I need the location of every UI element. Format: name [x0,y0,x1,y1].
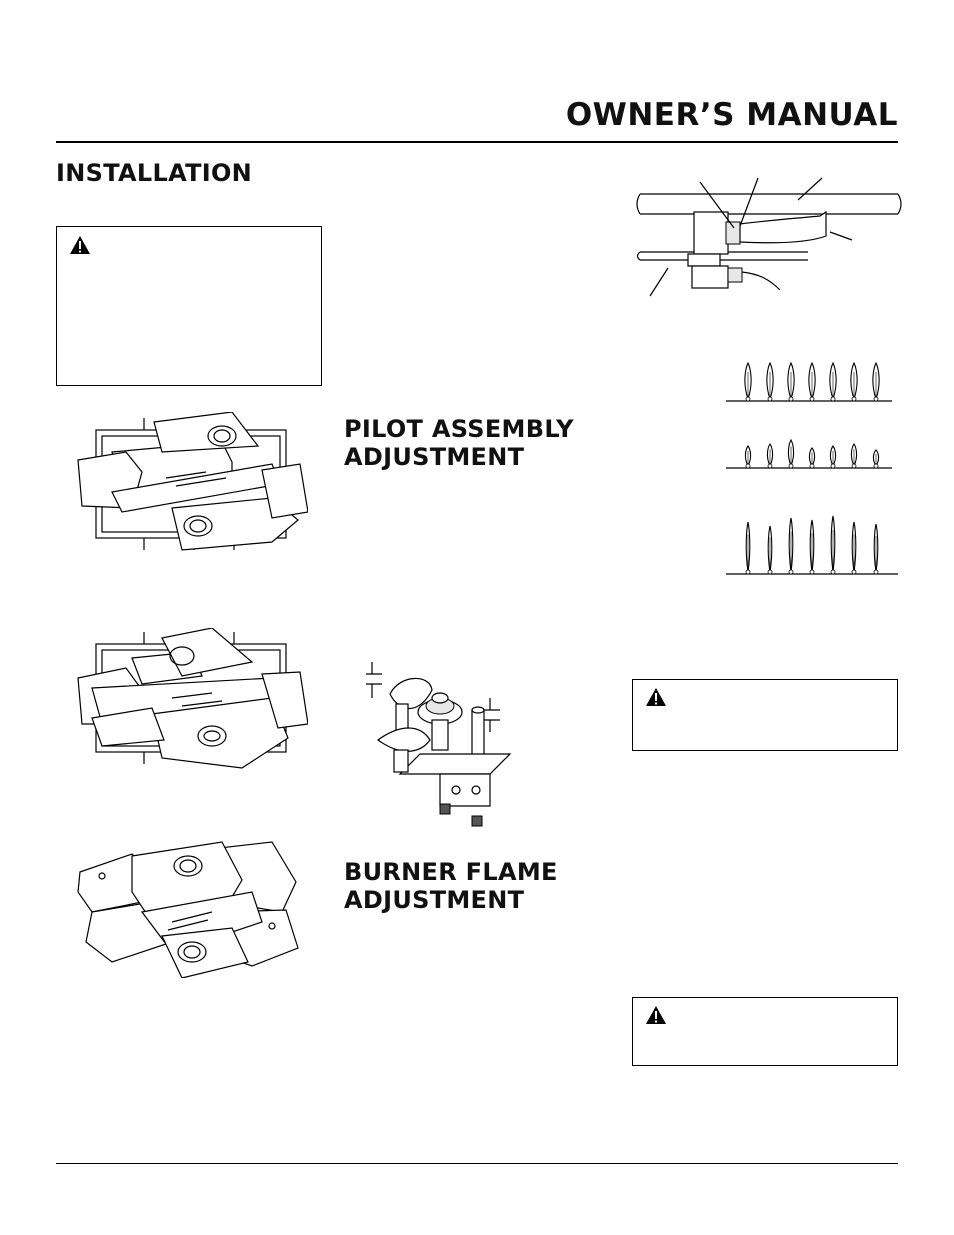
log-placement-step-3 [77,841,299,978]
log-placement-step-1 [77,412,308,551]
flame-pattern-low [726,438,892,469]
burner-port [788,463,794,469]
pilot-heading-line-2: ADJUSTMENT [344,443,525,471]
burner-port [809,569,815,575]
burner-adjustment-heading: BURNER FLAME ADJUSTMENT [344,858,558,914]
burner-port [873,463,879,469]
burner-port [788,396,794,402]
pilot-heading-line-1: PILOT ASSEMBLY [344,415,574,443]
burner-port [851,396,857,402]
burner-port [788,569,794,575]
burner-port [767,569,773,575]
burner-port [809,396,815,402]
burner-port [767,463,773,469]
footer-divider [56,1163,898,1164]
burner-port [851,569,857,575]
pilot-adjustment-heading: PILOT ASSEMBLY ADJUSTMENT [344,415,574,471]
warning-triangle-icon [70,236,90,254]
burner-port [830,463,836,469]
log-placement-step-2 [77,628,308,769]
pilot-assembly-diagram [366,662,512,827]
burner-heading-line-2: ADJUSTMENT [344,886,525,914]
burner-port [809,463,815,469]
burner-port [873,396,879,402]
pilot-warning-box [632,679,898,751]
burner-warning-box [632,997,898,1066]
burner-port [745,396,751,402]
burner-port [745,569,751,575]
page-title: OWNER’S MANUAL [565,97,898,133]
burner-port [830,569,836,575]
header-divider [56,141,898,143]
burner-port [851,463,857,469]
installation-heading: INSTALLATION [56,159,253,187]
burner-port [745,463,751,469]
warning-triangle-icon [646,688,666,706]
burner-port [767,396,773,402]
burner-heading-line-1: BURNER FLAME [344,858,558,886]
burner-port [830,396,836,402]
flame-pattern-high [726,515,898,575]
warning-triangle-icon [646,1006,666,1024]
installation-warning-box [56,226,322,386]
burner-installation-diagram [636,177,902,297]
burner-port [873,569,879,575]
flame-pattern-normal [726,361,892,402]
